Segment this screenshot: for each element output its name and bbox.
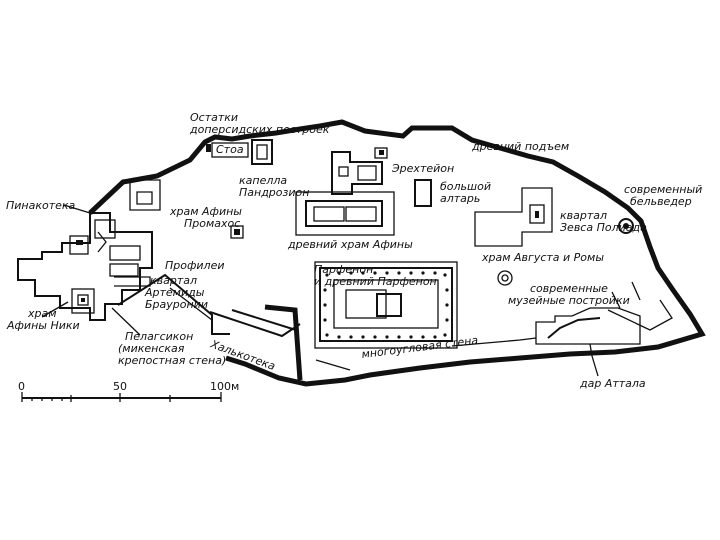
label-altar: алтарь bbox=[440, 192, 480, 205]
belvedere bbox=[618, 218, 634, 234]
scale-tick-100: 100 bbox=[210, 380, 231, 393]
label-temple-nike: храм bbox=[27, 307, 57, 320]
label-attalos-gift: дар Аттала bbox=[579, 377, 646, 390]
label-ancient-temple-athena: древний храм Афины bbox=[287, 238, 413, 251]
athena-promachos bbox=[230, 225, 244, 239]
erechtheion bbox=[331, 147, 388, 195]
parthenon bbox=[314, 261, 458, 349]
label-museum-buildings: музейные постройки bbox=[508, 294, 630, 307]
scale-unit: м bbox=[231, 380, 239, 393]
label-prepersian: доперсидских построек bbox=[189, 123, 330, 136]
label-zeus-polieus: Зевса Полиада bbox=[560, 221, 647, 234]
scale-bar: 0 50 100 м bbox=[18, 380, 239, 402]
temple-of-augustus-and-roma bbox=[497, 270, 513, 286]
label-pinakotheke: Пинакотека bbox=[6, 199, 76, 212]
label-polygonal-wall: многоугловая стена bbox=[361, 334, 479, 361]
label-athena-nike: Афины Ники bbox=[6, 319, 80, 332]
label-parthenon: Парфенон bbox=[314, 263, 373, 276]
label-stoa: Стоа bbox=[216, 143, 244, 156]
label-fortress-wall: крепостная стена) bbox=[118, 354, 226, 367]
label-artemis: Артемиды bbox=[144, 286, 205, 299]
label-modern: современный bbox=[624, 183, 702, 196]
label-big: большой bbox=[440, 180, 491, 193]
leader-lines bbox=[41, 204, 599, 377]
map-labels: Остатки доперсидских построек Стоа древн… bbox=[6, 111, 702, 390]
parthenon-columns bbox=[323, 271, 449, 339]
label-brauronia: Брауронии bbox=[145, 298, 208, 311]
label-remains: Остатки bbox=[190, 111, 238, 124]
museum-buildings bbox=[535, 281, 673, 345]
scale-tick-50: 50 bbox=[113, 380, 127, 393]
label-pelasgikon: Пелагсикон bbox=[125, 330, 193, 343]
label-modern-pl: современные bbox=[530, 282, 608, 295]
label-pandrosion: Пандрозион bbox=[239, 186, 309, 199]
fortification-wall bbox=[88, 119, 706, 387]
zeus-polieus-sanctuary bbox=[474, 187, 553, 247]
label-temple-augustus: храм Августа и Ромы bbox=[481, 251, 604, 264]
artemis-brauronia-sanctuary bbox=[117, 273, 303, 381]
polygonal-wall bbox=[315, 337, 593, 371]
label-erechtheion: Эрехтейон bbox=[391, 162, 454, 175]
label-quarter-zeus: квартал bbox=[560, 209, 607, 222]
big-altar bbox=[414, 179, 432, 207]
label-promachos: Промахос bbox=[184, 217, 240, 230]
scale-tick-0: 0 bbox=[18, 380, 25, 393]
label-propylaea: Профилеи bbox=[165, 259, 225, 272]
stoa bbox=[206, 139, 273, 165]
label-belvedere: бельведер bbox=[630, 195, 692, 208]
label-chapel: капелла bbox=[239, 174, 287, 187]
label-quarter-artemis: квартал bbox=[150, 274, 197, 287]
label-mycenaean: (микенская bbox=[118, 342, 185, 355]
label-ancient-rise: древний подъем bbox=[471, 140, 569, 153]
label-ancient-parthenon: и древний Парфенон bbox=[314, 275, 437, 288]
old-temple-of-athena bbox=[295, 191, 395, 236]
label-temple-athena: храм Афины bbox=[169, 205, 242, 218]
